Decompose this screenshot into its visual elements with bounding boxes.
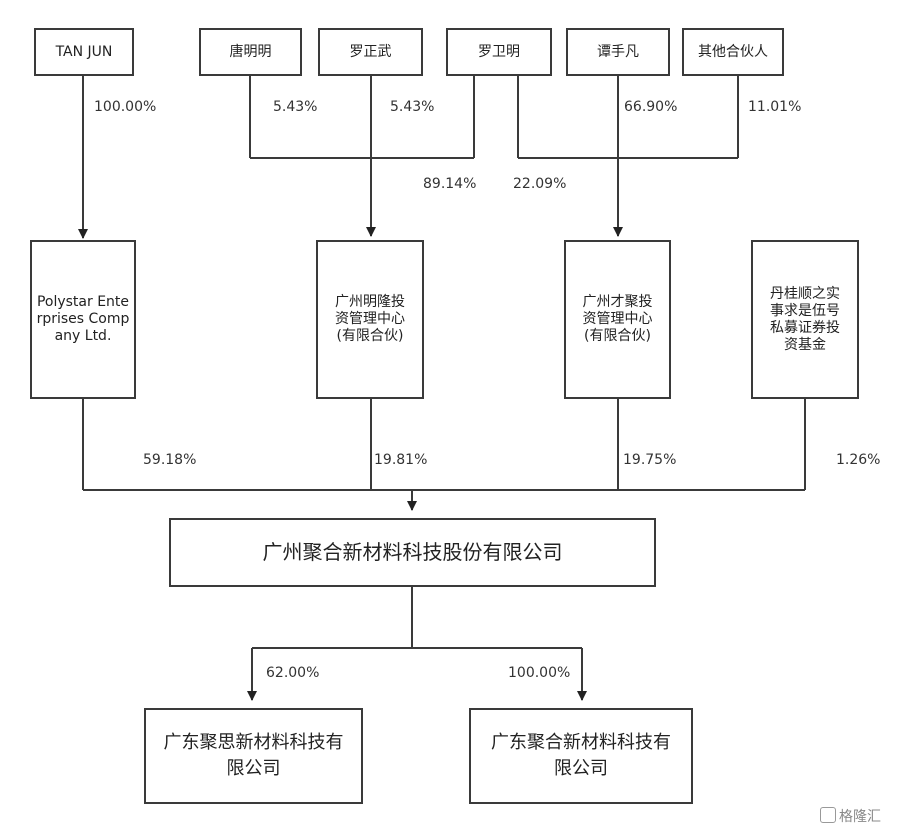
pct-tanjun-polystar: 100.00% [94, 99, 157, 115]
shareholder-tang-mingming-label: 唐明明 [229, 43, 272, 60]
main-company: 广州聚合新材料科技股份有限公司 [169, 518, 656, 587]
pct-tan-shoufan: 66.90% [624, 99, 678, 115]
shareholder-luo-weiming-label: 罗卫明 [478, 43, 520, 60]
entity-mingrong: 广州明隆投资管理中心(有限合伙) [316, 240, 424, 399]
watermark-logo: 格隆汇 [820, 806, 881, 826]
entity-danguishun: 丹桂顺之实事求是伍号私募证券投资基金 [751, 240, 859, 399]
shareholder-tan-jun-label: TAN JUN [55, 43, 113, 60]
shareholder-luo-zhengwu-label: 罗正武 [349, 43, 392, 60]
entity-danguishun-label: 丹桂顺之实事求是伍号私募证券投资基金 [770, 285, 840, 353]
entity-mingrong-label: 广州明隆投资管理中心(有限合伙) [335, 294, 405, 344]
subsidiary-jusi: 广东聚思新材料科技有限公司 [144, 708, 363, 804]
pct-other-partners: 11.01% [748, 99, 802, 115]
pct-polystar-main: 59.18% [143, 452, 197, 468]
pct-luo-zhengwu: 5.43% [390, 99, 435, 115]
subsidiary-jusi-label: 广东聚思新材料科技有限公司 [163, 732, 344, 779]
watermark-icon [820, 807, 836, 823]
pct-danguishun-main: 1.26% [836, 452, 881, 468]
entity-polystar-label: Polystar Enterprises Company Ltd. [36, 294, 130, 344]
watermark-text: 格隆汇 [839, 809, 881, 825]
shareholder-other-partners-label: 其他合伙人 [698, 43, 768, 60]
pct-main-sub-right: 100.00% [508, 665, 571, 681]
subsidiary-juhe: 广东聚合新材料科技有限公司 [469, 708, 693, 804]
main-company-label: 广州聚合新材料科技股份有限公司 [262, 540, 563, 564]
pct-main-sub-left: 62.00% [266, 665, 320, 681]
entity-caiju-label: 广州才聚投资管理中心(有限合伙) [582, 294, 653, 344]
pct-luo-weiming-mingrong: 89.14% [423, 176, 477, 192]
pct-tang-mingming: 5.43% [273, 99, 318, 115]
shareholder-tang-mingming: 唐明明 [199, 28, 302, 76]
shareholder-luo-zhengwu: 罗正武 [318, 28, 423, 76]
entity-polystar: Polystar Enterprises Company Ltd. [30, 240, 136, 399]
pct-mingrong-main: 19.81% [374, 452, 428, 468]
shareholder-tan-jun: TAN JUN [34, 28, 134, 76]
shareholder-tan-shoufan: 谭手凡 [566, 28, 670, 76]
pct-caiju-main: 19.75% [623, 452, 677, 468]
subsidiary-juhe-label: 广东聚合新材料科技有限公司 [491, 732, 671, 779]
shareholder-luo-weiming: 罗卫明 [446, 28, 552, 76]
pct-luo-weiming-caiju: 22.09% [513, 176, 567, 192]
shareholder-tan-shoufan-label: 谭手凡 [597, 43, 639, 60]
entity-caiju: 广州才聚投资管理中心(有限合伙) [564, 240, 671, 399]
shareholder-other-partners: 其他合伙人 [682, 28, 784, 76]
